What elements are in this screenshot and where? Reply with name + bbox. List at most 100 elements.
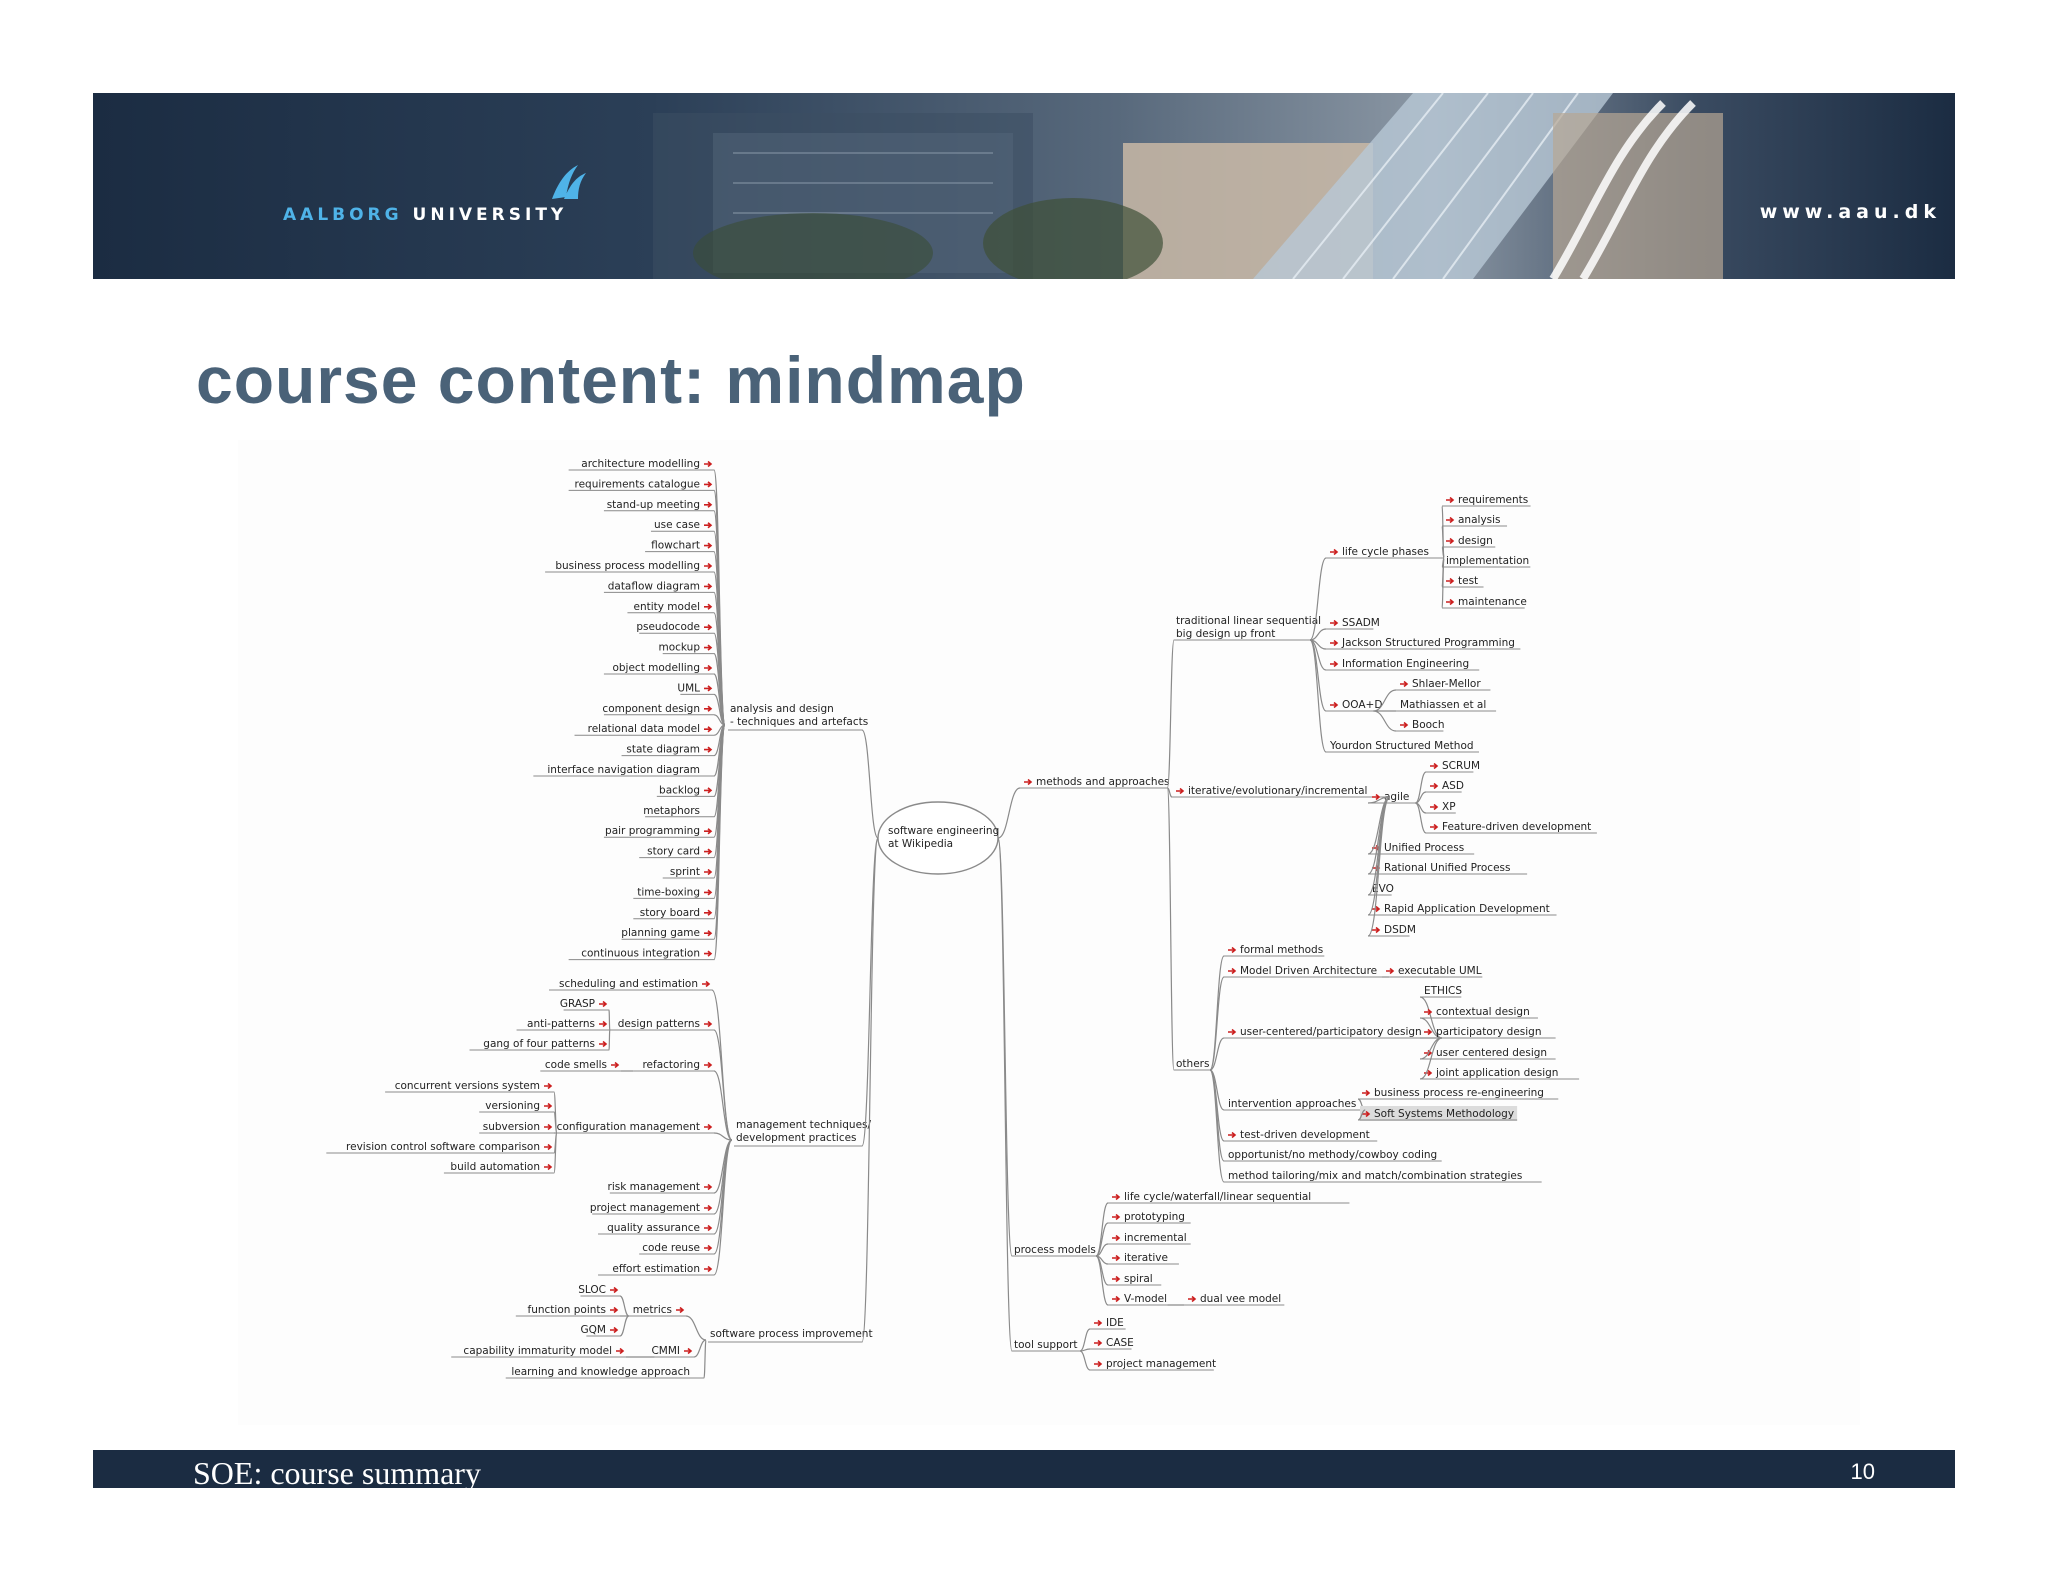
mindmap-node-ide: IDE [1106, 1317, 1124, 1329]
arrow-icon [704, 460, 713, 468]
mindmap-node-life-cycle-waterfall-linear-sequential: life cycle/waterfall/linear sequential [1124, 1191, 1311, 1203]
mindmap-node-maintenance: maintenance [1458, 596, 1527, 608]
arrow-icon [1094, 1339, 1103, 1347]
arrow-icon [1112, 1234, 1121, 1242]
mindmap-node-pair-programming: pair programming [605, 825, 700, 837]
mindmap-node-business-process-modelling: business process modelling [555, 560, 700, 572]
page-number: 10 [1850, 1459, 1875, 1484]
mindmap-node-function-points: function points [528, 1304, 606, 1316]
mindmap-node-design: design [1458, 535, 1493, 547]
mindmap-branch-process-models: process models [1014, 1244, 1096, 1256]
arrow-icon [1188, 1295, 1197, 1303]
arrow-icon [1228, 1028, 1237, 1036]
connector-line [1415, 802, 1427, 834]
mindmap-node-use-case: use case [654, 519, 700, 531]
mindmap-node-anti-patterns: anti-patterns [527, 1018, 595, 1030]
mindmap-node-stand-up-meeting: stand-up meeting [607, 499, 700, 511]
connector-line [713, 1139, 733, 1235]
arrow-icon [704, 603, 713, 610]
mindmap-branch-analysis-design: analysis and design- techniques and arte… [730, 703, 868, 728]
connector-line [713, 1029, 733, 1141]
arrow-icon [1430, 782, 1439, 790]
mindmap-node-continuous-integration: continuous integration [581, 948, 700, 960]
site-url: www.aau.dk [1759, 201, 1941, 223]
arrow-icon [1430, 803, 1439, 811]
mindmap-node-subversion: subversion [483, 1121, 540, 1133]
arrow-icon [704, 726, 713, 733]
slide-title: course content: mindmap [196, 343, 1026, 417]
arrow-icon [704, 1204, 713, 1212]
mindmap-node-code-reuse: code reuse [642, 1242, 700, 1254]
mindmap-node-intervention-approaches: intervention approaches [1228, 1098, 1356, 1110]
arrow-icon [1386, 967, 1395, 975]
mindmap-node-formal-methods: formal methods [1240, 944, 1323, 956]
mindmap-node-requirements-catalogue: requirements catalogue [575, 478, 700, 490]
connector-root-analysis [861, 729, 879, 839]
mindmap-node-information-engineering: Information Engineering [1342, 658, 1469, 670]
arrow-icon [1094, 1360, 1103, 1368]
mindmap-node-learning-and-knowledge-approach: learning and knowledge approach [511, 1366, 690, 1378]
mindmap-node-pseudocode: pseudocode [636, 621, 700, 633]
connector-line [1367, 796, 1391, 916]
connector-line [1441, 557, 1445, 609]
mindmap-node-code-smells: code smells [545, 1059, 607, 1071]
mindmap-node-spiral: spiral [1124, 1273, 1153, 1285]
connector-line [1373, 710, 1397, 732]
mindmap-node-test: test [1458, 575, 1478, 587]
arrow-icon [1330, 548, 1339, 556]
mindmap-node-requirements: requirements [1458, 494, 1528, 506]
connector-line [713, 1070, 733, 1141]
mindmap-node-opportunist-no-methody-cowboy-coding: opportunist/no methody/cowboy coding [1228, 1149, 1437, 1161]
arrow-icon [1112, 1275, 1121, 1283]
arrow-icon [1228, 1131, 1237, 1139]
connector-line [1367, 796, 1390, 804]
arrow-icon [704, 1123, 713, 1131]
arrow-icon [704, 1224, 713, 1232]
arrow-icon [704, 1020, 713, 1028]
connector-line [608, 1029, 611, 1051]
arrow-icon [544, 1123, 553, 1131]
arrow-icon [1372, 926, 1381, 934]
arrow-icon [599, 1040, 608, 1048]
arrow-icon [704, 685, 713, 692]
arrow-icon [1372, 793, 1381, 801]
mindmap-node-prototyping: prototyping [1124, 1211, 1185, 1223]
mindmap-node-agile: agile [1384, 791, 1409, 803]
connector-root-tools [997, 837, 1013, 1352]
arrow-icon [1228, 967, 1237, 975]
arrow-icon [1176, 787, 1185, 795]
connector-root-spi [861, 837, 879, 1343]
connector-line [1209, 976, 1225, 1071]
arrow-icon [704, 501, 713, 508]
arrow-icon [704, 828, 713, 835]
mindmap-node-mathiassen-et-al: Mathiassen et al [1400, 699, 1486, 711]
mindmap-node-user-centered-design: user centered design [1436, 1047, 1547, 1059]
mindmap-node-revision-control-software-comparison: revision control software comparison [346, 1141, 540, 1153]
mindmap-node-build-automation: build automation [450, 1161, 540, 1173]
arrow-icon [1330, 701, 1339, 709]
mindmap-node-risk-management: risk management [608, 1181, 700, 1193]
mindmap-branch-tool-support: tool support [1014, 1339, 1078, 1351]
mindmap-node-flowchart: flowchart [651, 540, 700, 552]
arrow-icon [704, 950, 713, 957]
arrow-icon [616, 1347, 625, 1355]
mindmap-node-shlaer-mellor: Shlaer-Mellor [1412, 678, 1481, 690]
mindmap-branch-spi: software process improvement [710, 1328, 873, 1340]
mindmap-node-v-model: V-model [1124, 1293, 1167, 1305]
mindmap-node-contextual-design: contextual design [1436, 1006, 1530, 1018]
arrow-icon [1430, 823, 1439, 831]
mindmap-node-case: CASE [1106, 1337, 1134, 1349]
highlight-box [1360, 1106, 1518, 1121]
mindmap-branch-management: management techniques/development practi… [736, 1119, 872, 1144]
mindmap-panel [238, 440, 1860, 1425]
arrow-icon [702, 980, 711, 988]
mindmap-node-capability-immaturity-model: capability immaturity model [463, 1345, 612, 1357]
mindmap-node-backlog: backlog [659, 784, 700, 796]
connector-line [1309, 639, 1327, 753]
mindmap-node-metrics: metrics [633, 1304, 672, 1316]
arrow-icon [704, 542, 713, 549]
mindmap-node-relational-data-model: relational data model [588, 723, 700, 735]
